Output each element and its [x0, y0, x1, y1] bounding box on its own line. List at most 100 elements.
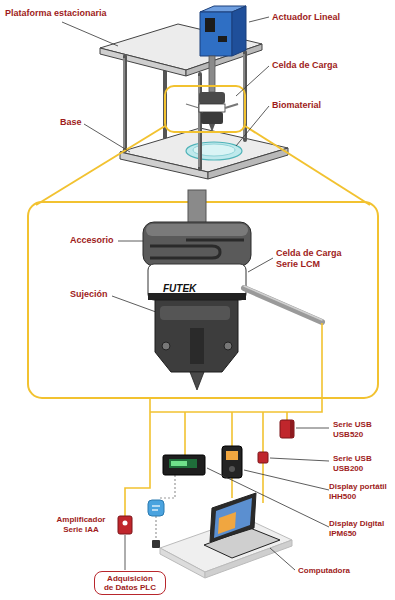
- load-cell-zoom: [143, 222, 251, 266]
- leader-line: [118, 241, 146, 242]
- biomaterial-dish: [186, 142, 242, 160]
- portable-display: [226, 451, 238, 460]
- leader-line: [207, 468, 329, 527]
- usb-icon: [152, 540, 160, 548]
- load-cell-small: [186, 92, 238, 132]
- signal-wire: [150, 323, 322, 412]
- part-label: Sujeción: [70, 289, 108, 300]
- usb-cable: [155, 516, 156, 542]
- usb-cable: [160, 475, 175, 500]
- device-label: Amplificador Serie IAA: [50, 515, 112, 534]
- portable-display: [229, 466, 235, 472]
- gripper: [162, 342, 170, 350]
- usb-module: [290, 420, 294, 438]
- box-text: Adquisición de Datos PLC: [102, 574, 158, 592]
- signal-wire: [125, 398, 150, 516]
- zoom-frame: [28, 86, 378, 398]
- device-label: Display Digital IPM650: [329, 519, 391, 538]
- usb-module: [280, 420, 294, 438]
- linear-actuator: [200, 6, 246, 56]
- laptop: [210, 493, 256, 542]
- leader-line: [296, 428, 329, 429]
- load-cell-zoom: [244, 286, 322, 320]
- gripper: [155, 300, 238, 390]
- base-plate: [120, 128, 288, 172]
- signal-wire: [286, 412, 288, 420]
- linear-actuator: [218, 36, 227, 42]
- load-cell-zoom: [244, 288, 322, 322]
- device-label: Serie USB USB520: [333, 420, 383, 439]
- signal-wire: [184, 412, 186, 455]
- stationary-platform: [100, 48, 186, 76]
- load-cell-small: [199, 92, 225, 104]
- load-cell-small: [199, 104, 225, 112]
- usb-icon: [152, 505, 160, 506]
- signal-wire: [125, 323, 322, 516]
- signal-wire: [262, 412, 264, 452]
- usb-module: [258, 452, 268, 463]
- leader-line: [62, 17, 273, 312]
- leader-line: [236, 66, 269, 96]
- laptop: [218, 512, 236, 534]
- load-cell-zoom: [146, 224, 248, 236]
- guide-rod: [123, 56, 127, 151]
- rod-highlight: [124, 58, 125, 149]
- signal-wire: [231, 412, 233, 446]
- gripper: [190, 372, 204, 390]
- part-label: Plataforma estacionaria: [5, 8, 107, 19]
- part-label: Celda de Carga Serie LCM: [276, 248, 348, 270]
- portable-display: [222, 446, 242, 478]
- zoom-frame: [245, 126, 370, 205]
- part-label: Celda de Carga: [272, 60, 338, 71]
- part-label: Accesorio: [70, 235, 114, 246]
- base-plate: [120, 128, 288, 179]
- part-label: Base: [60, 117, 82, 128]
- leader-line: [249, 17, 269, 22]
- load-cell-zoom: [150, 246, 220, 258]
- linear-actuator: [205, 18, 215, 32]
- usb-icon: [148, 500, 164, 516]
- leader-line: [270, 548, 295, 570]
- brand-label: FUTEK: [163, 283, 196, 295]
- gripper: [160, 306, 230, 320]
- usb-icon: [152, 509, 158, 510]
- rod-highlight: [124, 54, 244, 167]
- laptop: [204, 493, 280, 558]
- digital-display: [169, 459, 197, 468]
- biomaterial-dish: [186, 142, 242, 160]
- zoom-frame: [165, 86, 245, 132]
- load-cell-small: [201, 112, 223, 124]
- load-cell-zoom: [188, 190, 206, 224]
- gripper: [224, 342, 232, 350]
- portable-display: [222, 446, 242, 478]
- amplifier: [123, 521, 128, 526]
- guide-rod: [125, 52, 245, 169]
- leader-line: [270, 458, 329, 461]
- load-cell-small: [225, 104, 238, 108]
- part-label: Actuador Lineal: [272, 12, 340, 23]
- linear-actuator: [232, 6, 246, 56]
- leader-line: [236, 106, 269, 146]
- digital-display: [171, 461, 187, 466]
- gripper: [190, 328, 204, 364]
- desk: [160, 548, 205, 578]
- signal-wire: [262, 462, 264, 503]
- data-box: Adquisición de Datos PLC: [94, 571, 166, 595]
- leader-line: [248, 258, 273, 272]
- load-cell-zoom: [148, 293, 246, 300]
- digital-display: [163, 455, 205, 475]
- gripper: [155, 300, 238, 372]
- zoom-frame: [36, 126, 165, 205]
- signal-wire: [231, 478, 233, 498]
- device-label: Display portátil IHH500: [329, 482, 391, 501]
- leader-line: [125, 428, 329, 570]
- load-cell-zoom: [186, 239, 244, 242]
- device-label: Computadora: [298, 566, 350, 576]
- leader-line: [125, 535, 126, 570]
- amplifier: [118, 516, 132, 534]
- zoom-frame: [28, 202, 378, 398]
- linear-actuator: [200, 12, 232, 56]
